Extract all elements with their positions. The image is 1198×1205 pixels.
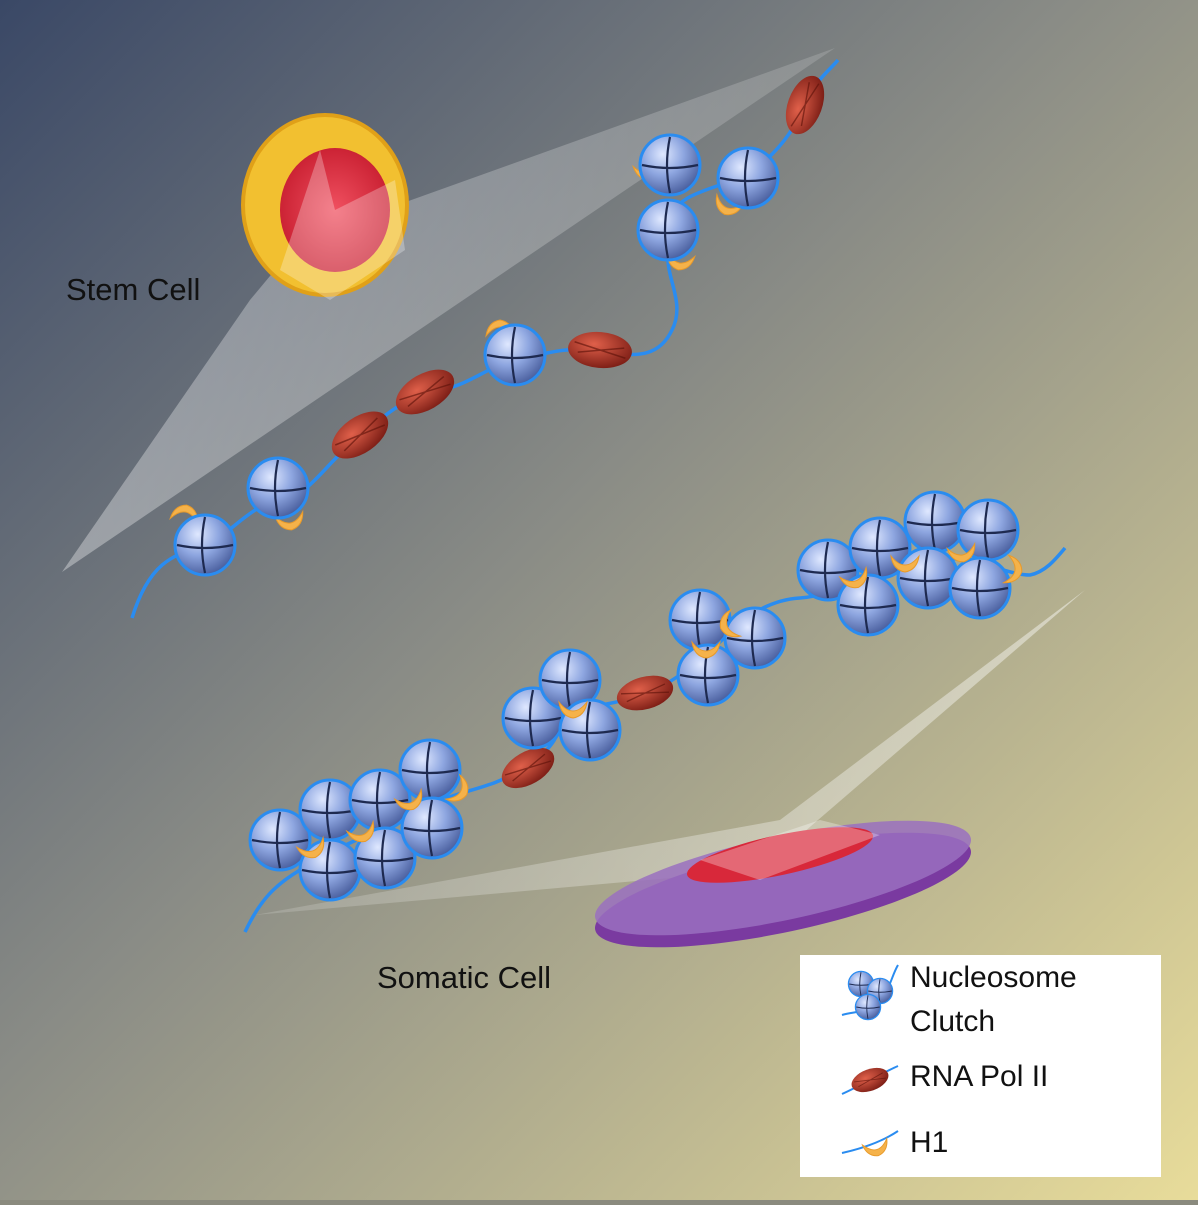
nucleosome bbox=[636, 198, 700, 262]
somatic-cell-icon bbox=[594, 820, 972, 948]
nucleosome bbox=[638, 133, 702, 197]
stem-cell-icon bbox=[241, 113, 409, 300]
nucleosome bbox=[173, 513, 237, 577]
nucleosome bbox=[896, 546, 960, 610]
nucleosome bbox=[716, 146, 780, 210]
stem-cell-zoom-beam bbox=[62, 48, 835, 572]
legend-nucleosome-label: Nucleosome bbox=[910, 961, 1077, 994]
nucleosome bbox=[483, 323, 547, 387]
stem-chromatin-fiber bbox=[130, 58, 840, 619]
stem-cell-label: Stem Cell bbox=[66, 272, 201, 307]
h1-icon bbox=[841, 1130, 899, 1160]
legend-h1-label: H1 bbox=[910, 1126, 949, 1159]
legend: Nucleosome Clutch RNA Pol II H1 bbox=[800, 955, 1161, 1177]
nucleosome bbox=[298, 838, 362, 902]
nucleosome bbox=[246, 456, 310, 520]
legend-rna-pol-label: RNA Pol II bbox=[910, 1060, 1049, 1093]
nucleosome bbox=[948, 556, 1012, 620]
nucleosome-clutch-icon bbox=[841, 964, 899, 1021]
somatic-chromatin-fiber bbox=[243, 490, 1067, 933]
nucleosome bbox=[956, 498, 1020, 562]
somatic-cell-zoom-beam bbox=[255, 590, 1085, 915]
legend-clutch-label: Clutch bbox=[910, 1005, 996, 1038]
rna-pol-ii-icon bbox=[841, 1062, 899, 1098]
nucleosome bbox=[558, 698, 622, 762]
nucleosome bbox=[398, 738, 462, 802]
somatic-cell-label: Somatic Cell bbox=[377, 960, 551, 995]
nucleosome bbox=[903, 490, 967, 554]
